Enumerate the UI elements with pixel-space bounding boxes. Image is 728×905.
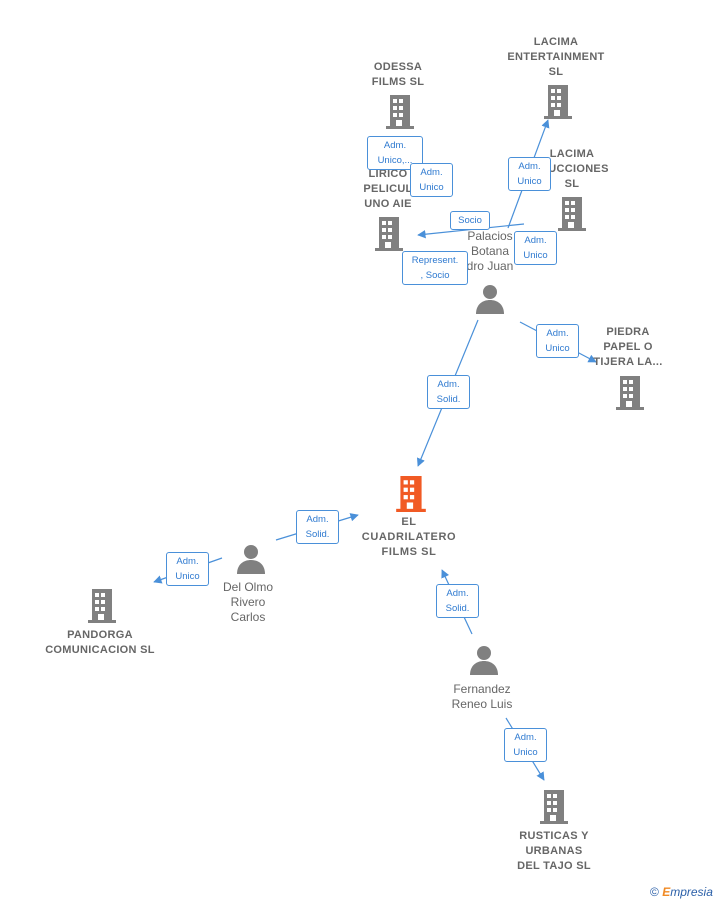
brand-footer[interactable]: © Empresia — [650, 885, 713, 899]
person-icon — [237, 545, 265, 574]
building-icon — [616, 376, 644, 410]
building-icon — [540, 790, 568, 824]
edge-label-adm-unico[interactable]: Adm.Unico — [514, 231, 557, 265]
edge-label-socio[interactable]: Socio — [450, 211, 490, 230]
edge-label-adm-solid[interactable]: Adm.Solid. — [296, 510, 339, 544]
building-icon — [544, 85, 572, 119]
brand-initial: E — [662, 885, 671, 899]
edge-label-adm-solid[interactable]: Adm.Solid. — [427, 375, 470, 409]
edge-label-represent-socio[interactable]: Represent., Socio — [402, 251, 468, 285]
building-icon — [558, 197, 586, 231]
building-icon — [396, 476, 426, 512]
building-icon — [375, 217, 403, 251]
edge-label-adm-unico[interactable]: Adm.Unico — [536, 324, 579, 358]
brand-name: mpresia — [670, 885, 713, 899]
building-icon — [88, 589, 116, 623]
person-icon — [476, 285, 504, 314]
edge-label-adm-solid[interactable]: Adm.Solid. — [436, 584, 479, 618]
copyright-icon: © — [650, 885, 659, 899]
edge-label-adm-unico[interactable]: Adm.Unico — [508, 157, 551, 191]
edge-label-adm-unico[interactable]: Adm.Unico — [410, 163, 453, 197]
edge-label-adm-unico[interactable]: Adm.Unico — [504, 728, 547, 762]
building-icon — [386, 95, 414, 129]
person-icon — [470, 646, 498, 675]
edge-label-adm-unico[interactable]: Adm.Unico — [166, 552, 209, 586]
